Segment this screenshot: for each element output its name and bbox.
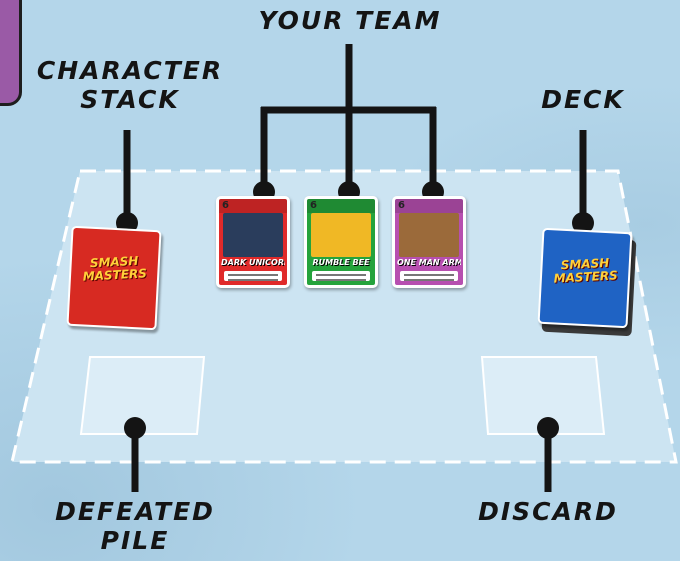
card-level: 6 xyxy=(398,200,405,211)
defeated-pile-label-line-2: PILE xyxy=(30,526,240,555)
card-art xyxy=(399,213,459,257)
character-stack-label: CHARACTER STACK xyxy=(20,56,240,114)
discard-label: DISCARD xyxy=(462,497,634,526)
defeated-pile-label: DEFEATED PILE xyxy=(30,497,240,555)
character-stack-card[interactable]: SMASH MASTERS xyxy=(66,226,161,331)
card-header xyxy=(307,199,375,213)
card-header xyxy=(395,199,463,213)
card-header xyxy=(219,199,287,213)
card-level: 6 xyxy=(310,200,317,211)
card-name: ONE MAN ARMY xyxy=(397,257,461,269)
team-card-one-man-army[interactable]: 6 ONE MAN ARMY xyxy=(392,196,466,288)
card-art xyxy=(311,213,371,257)
card-text-box xyxy=(400,271,458,281)
card-text-box xyxy=(312,271,370,281)
team-card-rumble-bee[interactable]: 6 RUMBLE BEE xyxy=(304,196,378,288)
deck-logo: SMASH MASTERS xyxy=(546,256,625,286)
card-level: 6 xyxy=(222,200,229,211)
defeated-pile-label-line-1: DEFEATED xyxy=(30,497,240,526)
deck-card[interactable]: SMASH MASTERS xyxy=(538,228,633,329)
character-stack-label-line-2: STACK xyxy=(20,85,240,114)
team-card-dark-unicorn[interactable]: 6 DARK UNICORN xyxy=(216,196,290,288)
character-stack-logo: SMASH MASTERS xyxy=(75,254,154,284)
card-name: DARK UNICORN xyxy=(221,257,285,269)
deck-label: DECK xyxy=(520,85,646,114)
card-name: RUMBLE BEE xyxy=(309,257,373,269)
your-team-label: YOUR TEAM xyxy=(245,6,455,35)
card-art xyxy=(223,213,283,257)
card-text-box xyxy=(224,271,282,281)
character-stack-label-line-1: CHARACTER xyxy=(20,56,240,85)
